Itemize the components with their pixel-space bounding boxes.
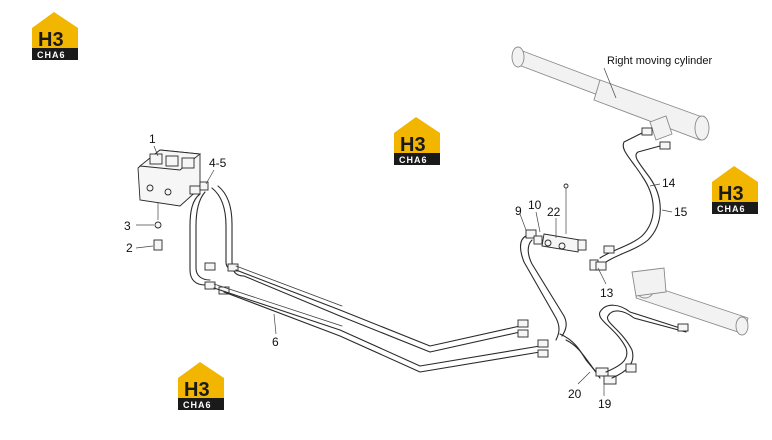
logo-roof-icon [712, 166, 758, 204]
logo-mark: H3 [38, 29, 64, 51]
part-number-22: 22 [547, 205, 561, 219]
logo-text: CHA6 [183, 400, 212, 410]
part-number-19: 19 [598, 397, 612, 411]
logo-bottom-left: H3 CHA6 [178, 362, 224, 410]
hose-bundle-left [189, 185, 245, 295]
logo-text: CHA6 [717, 204, 746, 214]
hose-bundle-right [595, 127, 671, 271]
logo-bar [394, 153, 440, 165]
logo-text: CHA6 [399, 155, 428, 165]
logo-right: H3 CHA6 [712, 166, 758, 214]
right-moving-cylinder [511, 46, 710, 141]
center-valve-assembly [525, 183, 599, 271]
left-moving-cylinder [631, 267, 749, 336]
logo-bar [178, 398, 224, 410]
part-number-4-5: 4-5 [209, 156, 227, 170]
logo-roof-icon [178, 362, 224, 400]
logo-center: H3 CHA6 [394, 117, 440, 165]
part-number-20: 20 [568, 387, 582, 401]
fitting-2 [153, 239, 163, 251]
part-number-1: 1 [149, 132, 156, 146]
hose-bundle-center [519, 235, 617, 385]
part-number-10: 10 [528, 198, 542, 212]
leader-lines [135, 145, 673, 396]
part-number-14: 14 [662, 176, 676, 190]
control-valve-block [137, 149, 209, 207]
logo-bar [712, 202, 758, 214]
part-number-3: 3 [124, 219, 131, 233]
cylinder-lead-line [603, 67, 617, 99]
logo-mark: H3 [184, 379, 210, 401]
logo-roof-icon [32, 12, 78, 50]
part-number-13: 13 [600, 286, 614, 300]
logo-mark: H3 [718, 183, 744, 205]
washer-3 [154, 221, 162, 229]
part-number-15: 15 [674, 205, 688, 219]
logo-top-left: H3 CHA6 [32, 12, 78, 60]
logo-mark: H3 [400, 134, 426, 156]
hose-bundle-bottom-right [599, 304, 689, 379]
part-number-9: 9 [515, 204, 522, 218]
logo-text: CHA6 [37, 50, 66, 60]
part-number-6: 6 [272, 335, 279, 349]
logo-roof-icon [394, 117, 440, 155]
part-number-2: 2 [126, 241, 133, 255]
long-hose-run-6 [213, 265, 549, 373]
logo-bar [32, 48, 78, 60]
cylinder-caption: Right moving cylinder [607, 55, 712, 67]
